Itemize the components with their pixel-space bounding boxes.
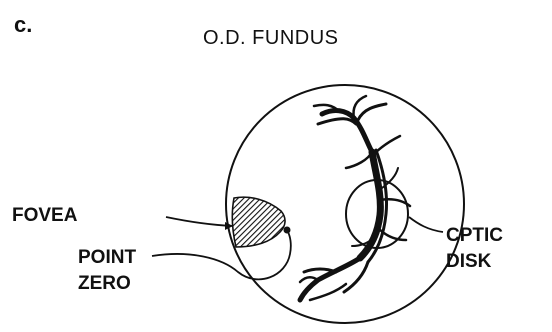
fovea-region	[232, 197, 285, 247]
optic-disk-label-line1: CPTIC	[446, 223, 503, 249]
optic-disk-label: CPTIC DISK	[446, 223, 503, 274]
point-zero-label: POINT ZERO	[78, 245, 136, 296]
diagram-title: O.D. FUNDUS	[203, 28, 339, 48]
point-zero-label-line2: ZERO	[78, 271, 136, 297]
point-zero-label-line1: POINT	[78, 245, 136, 271]
fovea-leader-line	[166, 217, 233, 226]
optic-disk-leader-line	[409, 217, 443, 232]
point-zero-marker	[284, 227, 291, 234]
retinal-vessels	[300, 96, 410, 300]
optic-disk-label-line2: DISK	[446, 249, 503, 275]
panel-letter: c.	[14, 14, 32, 36]
fovea-label: FOVEA	[12, 206, 77, 225]
